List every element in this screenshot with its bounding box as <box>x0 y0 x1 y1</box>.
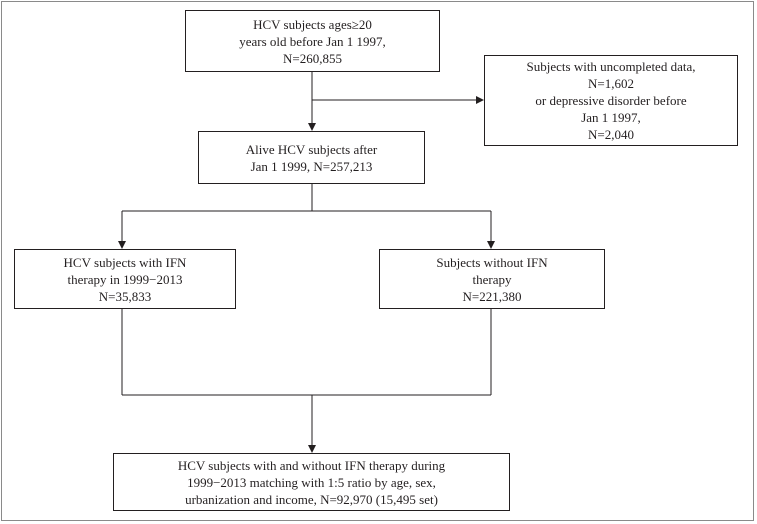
with-ifn-line-3: N=35,833 <box>98 288 152 304</box>
matched-line-2: 1999−2013 matching with 1:5 ratio by age… <box>187 474 436 490</box>
start-line-1: HCV subjects ages≥20 <box>253 16 372 32</box>
without-ifn-line-1: Subjects without IFN <box>436 254 548 270</box>
with-ifn-line-2: therapy in 1999−2013 <box>67 271 183 287</box>
with-ifn-line-1: HCV subjects with IFN <box>63 254 187 270</box>
excluded-line-2: N=1,602 <box>588 76 634 91</box>
excluded-line-5: N=2,040 <box>588 127 634 142</box>
with-ifn-box: HCV subjects with IFN therapy in 1999−20… <box>14 249 236 309</box>
alive-line-1: Alive HCV subjects after <box>245 141 378 157</box>
matched-line-1: HCV subjects with and without IFN therap… <box>177 457 446 473</box>
alive-subjects-box: Alive HCV subjects after Jan 1 1999, N=2… <box>198 131 425 184</box>
excluded-line-3: or depressive disorder before <box>535 93 687 108</box>
without-ifn-box: Subjects without IFN therapy N=221,380 <box>379 249 605 309</box>
start-population-box: HCV subjects ages≥20 years old before Ja… <box>185 10 440 72</box>
matched-line-3: urbanization and income, N=92,970 (15,49… <box>185 491 438 507</box>
excluded-line-1: Subjects with uncompleted data, <box>526 59 696 74</box>
start-line-2: years old before Jan 1 1997, <box>239 33 386 49</box>
without-ifn-line-2: therapy <box>472 271 512 287</box>
alive-line-2: Jan 1 1999, N=257,213 <box>250 158 373 174</box>
excluded-subjects-box: Subjects with uncompleted data, N=1,602 … <box>484 55 738 146</box>
matched-cohort-box: HCV subjects with and without IFN therap… <box>113 453 510 511</box>
excluded-line-4: Jan 1 1997, <box>581 110 641 125</box>
without-ifn-line-3: N=221,380 <box>462 288 522 304</box>
start-line-3: N=260,855 <box>283 50 342 66</box>
